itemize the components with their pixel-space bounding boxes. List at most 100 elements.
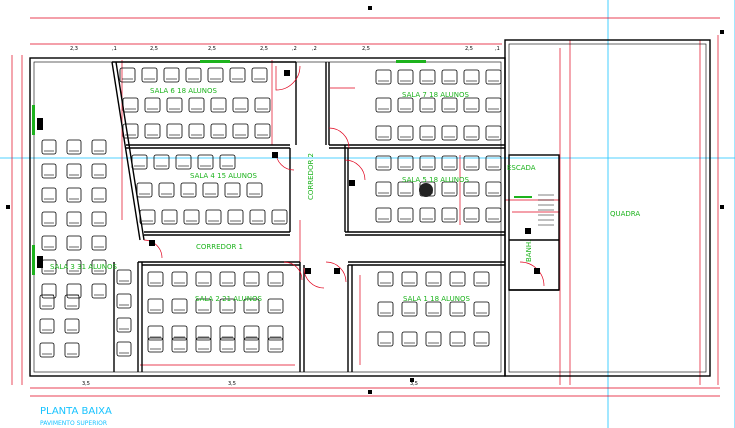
desk xyxy=(116,293,132,309)
label-corredor2: CORREDOR 2 xyxy=(307,153,315,200)
dim-top-8: 2,5 xyxy=(465,46,473,52)
dim-top-9: ,1 xyxy=(495,46,500,52)
desk xyxy=(161,209,178,225)
desk xyxy=(267,337,284,353)
desk xyxy=(463,207,480,223)
room-labels: SALA 6 18 ALUNOS SALA 7 18 ALUNOS SALA 4… xyxy=(50,87,640,303)
desk xyxy=(195,271,212,287)
desk xyxy=(39,342,55,358)
desk xyxy=(377,271,394,287)
desk xyxy=(375,181,392,197)
desk xyxy=(441,181,458,197)
desk xyxy=(397,181,414,197)
desk xyxy=(377,331,394,347)
desk xyxy=(171,337,188,353)
desk xyxy=(91,139,107,155)
desk xyxy=(66,259,82,275)
desk xyxy=(473,271,490,287)
desk xyxy=(375,97,392,113)
desk xyxy=(243,298,260,314)
desk xyxy=(202,182,219,198)
desk xyxy=(449,301,466,317)
desk xyxy=(227,209,244,225)
desk xyxy=(131,154,148,170)
desk xyxy=(485,97,502,113)
desk xyxy=(144,123,161,139)
desk xyxy=(375,155,392,171)
desk xyxy=(463,69,480,85)
drawing-title: PLANTA BAIXA xyxy=(40,406,112,417)
desk xyxy=(210,123,227,139)
desk xyxy=(267,298,284,314)
label-sala7: SALA 7 18 ALUNOS xyxy=(402,91,469,99)
label-sala5: SALA 5 18 ALUNOS xyxy=(402,176,469,184)
desk xyxy=(441,155,458,171)
desk xyxy=(419,69,436,85)
label-sala6: SALA 6 18 ALUNOS xyxy=(150,87,217,95)
label-sala1: SALA 1 18 ALUNOS xyxy=(403,295,470,303)
desk xyxy=(485,155,502,171)
desk xyxy=(249,209,266,225)
desk xyxy=(463,97,480,113)
label-sala4: SALA 4 15 ALUNOS xyxy=(190,172,257,180)
desk xyxy=(66,283,82,299)
desk xyxy=(441,207,458,223)
chalkboards xyxy=(32,60,532,275)
doors xyxy=(143,65,545,289)
desk xyxy=(267,325,284,341)
desk xyxy=(419,97,436,113)
desk xyxy=(219,337,236,353)
desk xyxy=(254,123,271,139)
desk xyxy=(254,97,271,113)
desk xyxy=(153,154,170,170)
desk xyxy=(375,69,392,85)
desk xyxy=(463,125,480,141)
dim-top-1: ,1 xyxy=(112,46,117,52)
desk xyxy=(166,97,183,113)
dim-bottom-1: 3,5 xyxy=(228,381,236,387)
desk xyxy=(473,331,490,347)
label-quadra: QUADRA xyxy=(610,210,640,218)
desk xyxy=(401,301,418,317)
dim-top-2: 2,5 xyxy=(150,46,158,52)
label-corredor1: CORREDOR 1 xyxy=(196,243,243,251)
desk xyxy=(64,318,80,334)
desk xyxy=(158,182,175,198)
desk xyxy=(141,67,158,83)
desk xyxy=(473,301,490,317)
desk xyxy=(232,97,249,113)
desk xyxy=(41,163,57,179)
desk xyxy=(219,325,236,341)
label-sala2: SALA 2 21 ALUNOS xyxy=(195,295,262,303)
door-leaves xyxy=(37,70,540,274)
desk xyxy=(397,125,414,141)
drawing-subtitle: PAVIMENTO SUPERIOR xyxy=(40,420,107,427)
desk xyxy=(271,209,288,225)
desk xyxy=(171,325,188,341)
desk xyxy=(207,67,224,83)
desk xyxy=(243,337,260,353)
desk xyxy=(397,155,414,171)
desk xyxy=(139,209,156,225)
dimension-ticks xyxy=(6,6,724,394)
desk xyxy=(267,271,284,287)
desk xyxy=(41,187,57,203)
dim-top-7: 2,5 xyxy=(362,46,370,52)
desk xyxy=(163,67,180,83)
desk xyxy=(136,182,153,198)
label-escada: ESCADA xyxy=(507,164,536,172)
desk xyxy=(66,235,82,251)
desk xyxy=(224,182,241,198)
desk xyxy=(66,187,82,203)
desk xyxy=(66,139,82,155)
desk xyxy=(91,211,107,227)
center-mark xyxy=(419,183,433,197)
desk xyxy=(449,331,466,347)
desk xyxy=(205,209,222,225)
desk xyxy=(463,155,480,171)
desk xyxy=(188,123,205,139)
desk xyxy=(39,318,55,334)
desk xyxy=(171,271,188,287)
desk xyxy=(485,181,502,197)
desk xyxy=(232,123,249,139)
